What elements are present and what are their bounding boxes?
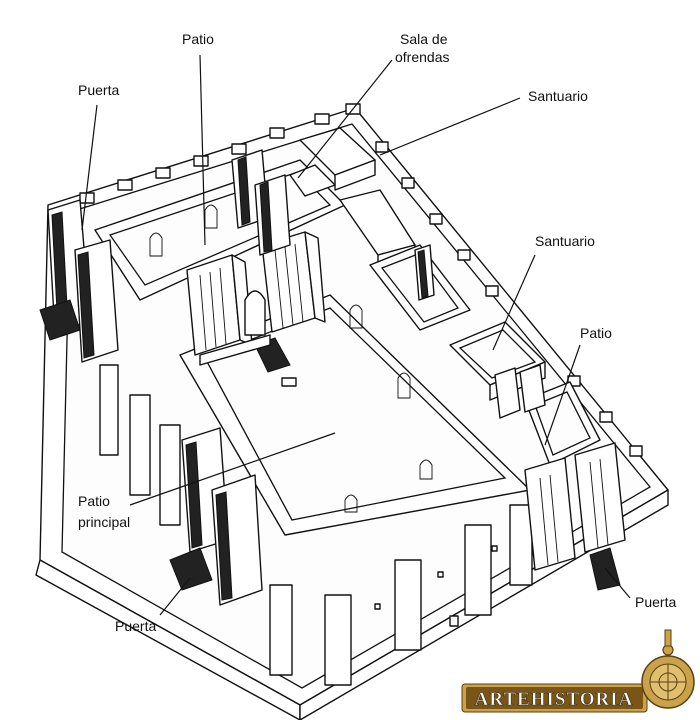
gate-towers-left: [39, 199, 119, 363]
label-patio-principal-line2: principal: [78, 514, 130, 530]
watermark-logo: ARTEHISTORIA: [461, 629, 695, 713]
label-sala-line2: ofrendas: [395, 49, 449, 65]
leader-patio-principal: [129, 432, 336, 506]
leader-sala: [297, 59, 393, 179]
labels: Patio Sala de ofrendas Puerta Santuario …: [78, 31, 676, 634]
leader-puerta-bottom-right: [604, 567, 631, 599]
astrolabe-icon: [641, 629, 695, 709]
gate-towers-central: [186, 231, 326, 373]
leader-santuario-top: [379, 97, 521, 156]
small-towers-right: [414, 244, 546, 419]
leader-puerta-bottom-left: [159, 577, 191, 616]
gate-towers-bottom-left: [169, 427, 263, 606]
buttresses-front: [99, 364, 533, 686]
label-puerta-left: Puerta: [78, 82, 119, 98]
gate-towers-bottom-right: [524, 442, 626, 591]
watermark-brand-text: ARTEHISTORIA: [475, 689, 634, 710]
label-sala-line1: Sala de: [400, 31, 448, 47]
label-santuario-top: Santuario: [528, 88, 588, 104]
tower-pair-upper: [231, 149, 291, 256]
offerings-hall: [289, 127, 376, 197]
leader-santuario-right: [492, 254, 536, 351]
label-santuario-right: Santuario: [535, 233, 595, 249]
leader-lines: [81, 54, 631, 616]
label-puerta-bottom-left: Puerta: [115, 618, 156, 634]
label-patio-top: Patio: [182, 31, 214, 47]
leader-patio-right: [544, 344, 581, 446]
label-patio-principal-line1: Patio: [78, 493, 110, 509]
crenellations-right: [375, 141, 643, 457]
leader-puerta-left: [81, 104, 98, 231]
label-puerta-bottom-right: Puerta: [635, 594, 676, 610]
label-patio-right: Patio: [580, 325, 612, 341]
leader-patio-top: [199, 54, 206, 246]
